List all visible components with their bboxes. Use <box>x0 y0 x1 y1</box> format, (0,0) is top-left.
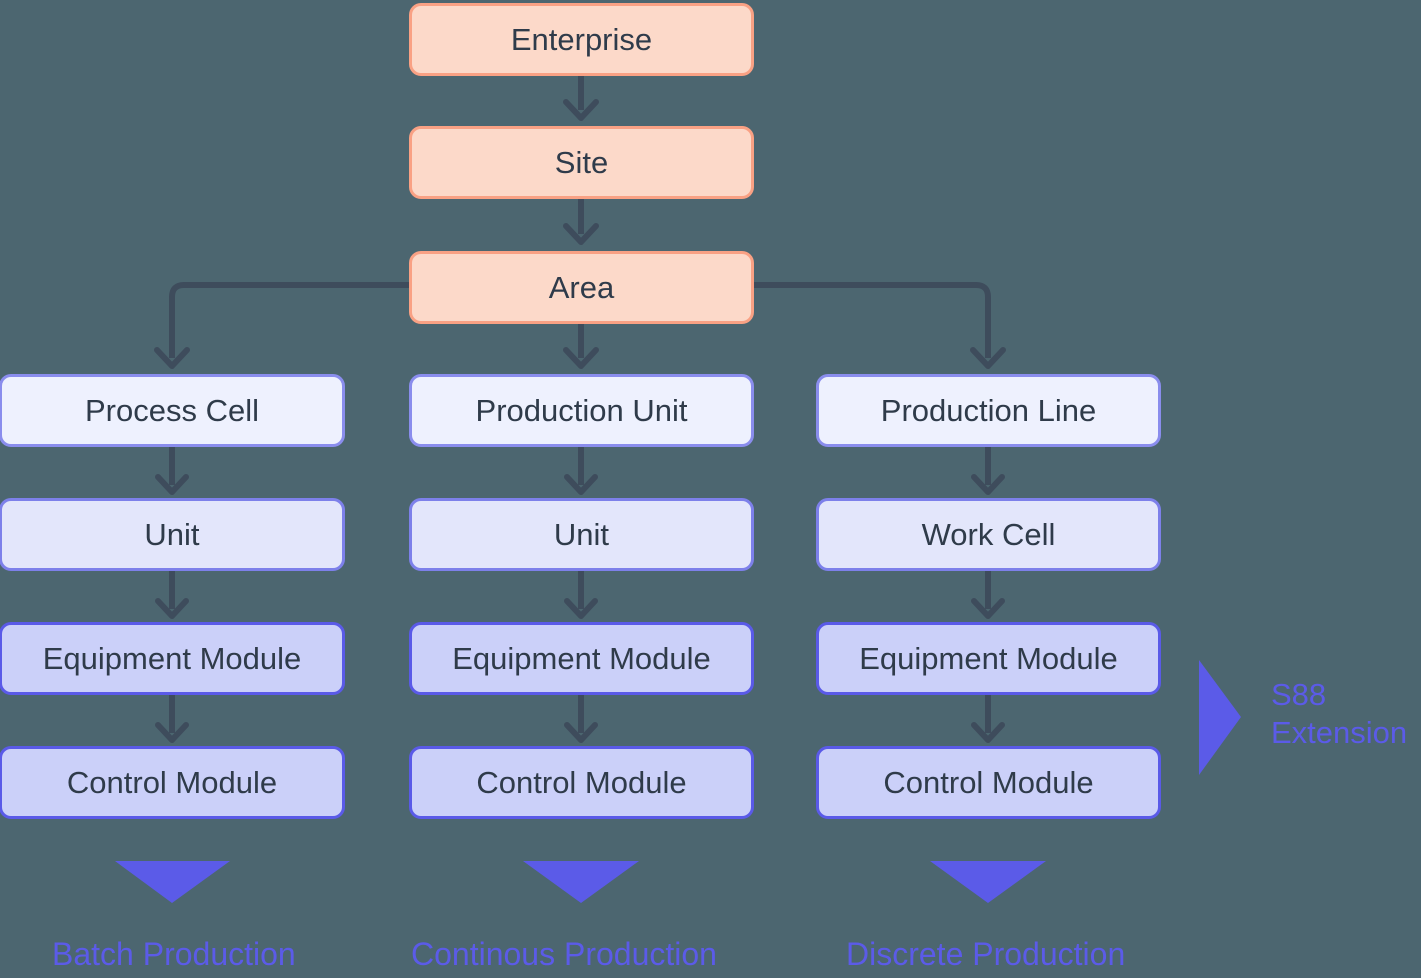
outcome-label-batch: Batch Production <box>52 936 296 972</box>
arrowhead-process-cell-unit <box>155 474 189 495</box>
node-work-cell[interactable]: Work Cell <box>816 498 1161 571</box>
outcome-triangle-batch <box>115 861 230 903</box>
node-enterprise[interactable]: Enterprise <box>409 3 754 76</box>
node-label: Unit <box>553 517 610 552</box>
node-equipment-module-batch[interactable]: Equipment Module <box>0 622 345 695</box>
node-label: Equipment Module <box>42 641 302 676</box>
arrowhead-production-line-work-cell <box>971 474 1005 495</box>
arrowhead-area-production-line <box>970 347 1006 369</box>
node-site[interactable]: Site <box>409 126 754 199</box>
node-label: Production Unit <box>475 393 688 428</box>
right-triangle-icon <box>1199 660 1241 775</box>
arrowhead-equipment-control-3 <box>971 722 1005 743</box>
node-label: Equipment Module <box>452 641 711 676</box>
arrowhead-area-process-cell <box>154 347 190 369</box>
node-label: Process Cell <box>85 393 259 428</box>
node-production-line[interactable]: Production Line <box>816 374 1161 447</box>
outcome-label-continuous: Continous Production <box>411 936 717 972</box>
arrowhead-equipment-control-2 <box>564 722 598 743</box>
node-process-cell[interactable]: Process Cell <box>0 374 345 447</box>
node-label: Equipment Module <box>859 641 1118 676</box>
node-production-unit[interactable]: Production Unit <box>409 374 754 447</box>
node-control-module-discrete[interactable]: Control Module <box>816 746 1161 819</box>
node-control-module-continuous[interactable]: Control Module <box>409 746 754 819</box>
arrowhead-site-area <box>563 223 599 245</box>
node-unit-batch[interactable]: Unit <box>0 498 345 571</box>
node-label: Control Module <box>883 765 1094 800</box>
node-label: Enterprise <box>510 22 653 57</box>
arrowhead-production-unit-unit <box>564 474 598 495</box>
s88-extension-annotation: S88 Extension <box>1271 676 1407 752</box>
s88-extension-line1: S88 <box>1271 677 1327 712</box>
outcome-triangle-continuous <box>523 861 639 903</box>
node-label: Work Cell <box>921 517 1056 552</box>
arrowhead-work-cell-equipment-3 <box>971 598 1005 619</box>
node-label: Area <box>548 270 615 305</box>
arrowhead-unit-equipment-1 <box>155 598 189 619</box>
arrowhead-enterprise-site <box>563 99 599 121</box>
connector-area-process-cell <box>169 282 409 358</box>
node-equipment-module-continuous[interactable]: Equipment Module <box>409 622 754 695</box>
arrowhead-unit-equipment-2 <box>564 598 598 619</box>
node-label: Production Line <box>880 393 1097 428</box>
node-area[interactable]: Area <box>409 251 754 324</box>
arrowhead-area-production-unit <box>563 347 599 369</box>
node-equipment-module-discrete[interactable]: Equipment Module <box>816 622 1161 695</box>
outcome-triangle-discrete <box>930 861 1046 903</box>
node-label: Control Module <box>476 765 687 800</box>
node-unit-continuous[interactable]: Unit <box>409 498 754 571</box>
connector-area-production-line <box>754 282 991 358</box>
node-label: Control Module <box>66 765 278 800</box>
node-control-module-batch[interactable]: Control Module <box>0 746 345 819</box>
node-label: Site <box>554 145 609 180</box>
arrowhead-equipment-control-1 <box>155 722 189 743</box>
s88-extension-line2: Extension <box>1271 714 1408 750</box>
outcome-label-discrete: Discrete Production <box>846 936 1126 972</box>
node-label: Unit <box>144 517 200 552</box>
